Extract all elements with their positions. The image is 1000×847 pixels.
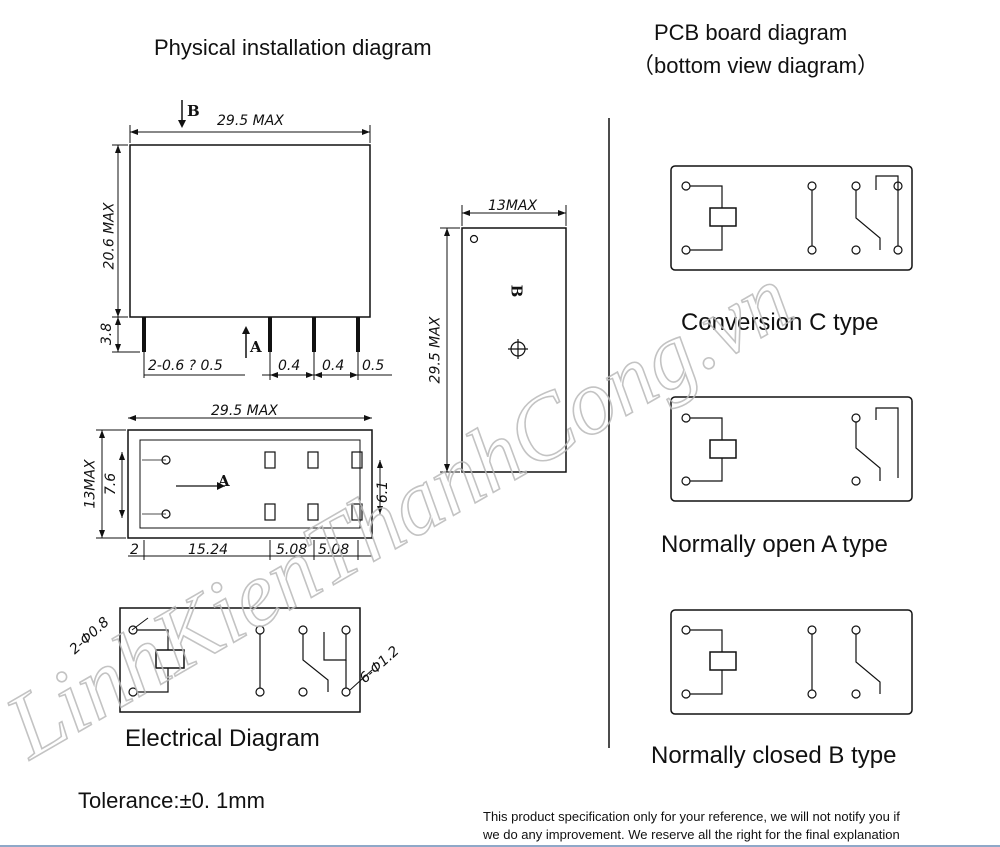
tolerance-note: Tolerance:±0. 1mm (78, 788, 265, 813)
dim-5-08-a: 5.08 (276, 542, 308, 558)
bottom-a-marker: A (218, 472, 230, 490)
dim-6-1: 6.1 (375, 480, 392, 504)
dim-15-24: 15.24 (188, 542, 229, 558)
dim-5-08-b: 5.08 (318, 542, 350, 558)
dim-pin-length: 3.8 (99, 322, 116, 346)
pcb-c-type (670, 165, 913, 271)
dim-0-4-a: 0.4 (278, 358, 301, 374)
disclaimer-line-2: we do any improvement. We reserve all th… (483, 827, 900, 842)
dim-7-6: 7.6 (103, 472, 120, 496)
dim-2: 2 (130, 542, 139, 558)
pcb-a-type (670, 396, 913, 502)
front-view (112, 100, 392, 380)
relay-body-side (461, 227, 567, 473)
dim-top-width: 29.5 MAX (217, 113, 284, 129)
dim-side-width: 13MAX (488, 198, 538, 214)
relay-body-front (129, 144, 371, 318)
side-b-marker: B (507, 284, 526, 298)
view-a-marker: A (250, 338, 262, 356)
pcb-subtitle: （bottom view diagram） (632, 53, 879, 78)
dim-0-5: 0.5 (362, 358, 385, 374)
electrical-schematic (119, 607, 373, 713)
dim-bottom-height: 13MAX (82, 459, 99, 509)
bottom-view (96, 415, 383, 560)
dim-side-height: 29.5 MAX (427, 316, 444, 384)
dim-pin-diameter: 2-0.6 ? 0.5 (148, 358, 223, 374)
electrical-title: Electrical Diagram (125, 725, 320, 752)
disclaimer-line-1: This product specification only for your… (483, 809, 900, 824)
dim-bottom-width: 29.5 MAX (211, 403, 278, 419)
caption-b-type: Normally closed B type (651, 742, 897, 769)
pcb-b-type (670, 609, 913, 715)
view-b-marker: B (187, 102, 200, 120)
caption-a-type: Normally open A type (661, 531, 888, 558)
pcb-title: PCB board diagram (654, 20, 848, 45)
dim-0-4-b: 0.4 (322, 358, 345, 374)
physical-title: Physical installation diagram (154, 35, 432, 60)
dim-height: 20.6 MAX (101, 202, 118, 270)
side-view (440, 205, 567, 473)
caption-c-type: Conversion C type (681, 309, 879, 336)
